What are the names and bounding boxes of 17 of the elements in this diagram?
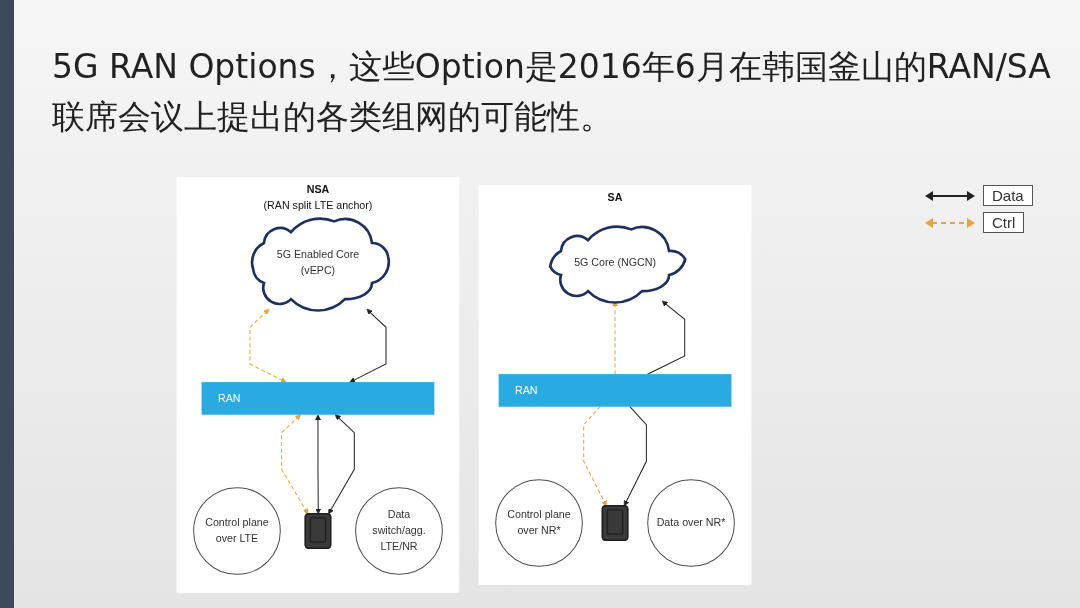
- arrow: [623, 405, 647, 507]
- arrow: [349, 308, 387, 383]
- node-circle: Control plane over NR*: [495, 479, 583, 567]
- arrow: [647, 300, 686, 375]
- node-box: RAN: [498, 373, 732, 407]
- arrow: [315, 414, 322, 515]
- node-circle: Data over NR*: [647, 479, 735, 567]
- legend-label: Data: [983, 185, 1033, 206]
- node-circle: Data switch/agg. LTE/NR: [355, 487, 443, 575]
- arrow: [249, 308, 287, 383]
- legend-label: Ctrl: [983, 212, 1025, 233]
- node-circle: Control plane over LTE: [193, 487, 281, 575]
- arrow: [281, 414, 309, 515]
- arrow: [328, 414, 355, 515]
- node-box: RAN: [201, 381, 435, 415]
- slide-title: 5G RAN Options，这些Option是2016年6月在韩国釜山的RAN/SA联席会议上提出的各类组网的可能性。: [52, 46, 1052, 138]
- arrow: [583, 405, 607, 507]
